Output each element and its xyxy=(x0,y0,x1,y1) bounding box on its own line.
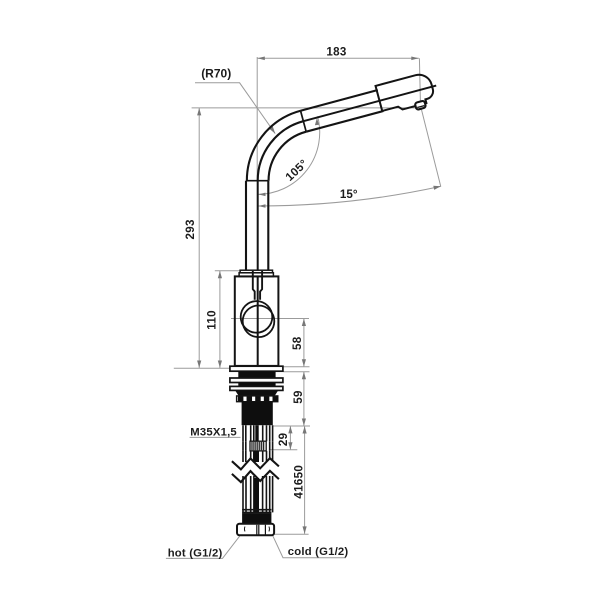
svg-text:110: 110 xyxy=(206,310,219,330)
svg-text:hot (G1/2): hot (G1/2) xyxy=(168,547,223,559)
svg-text:58: 58 xyxy=(291,336,304,350)
svg-text:41650: 41650 xyxy=(292,465,305,499)
svg-text:M35X1,5: M35X1,5 xyxy=(190,427,237,439)
svg-text:(R70): (R70) xyxy=(201,67,231,81)
svg-text:183: 183 xyxy=(326,45,346,58)
svg-text:29: 29 xyxy=(277,432,290,446)
svg-text:15°: 15° xyxy=(340,188,358,201)
svg-text:cold (G1/2): cold (G1/2) xyxy=(288,546,349,558)
svg-text:293: 293 xyxy=(184,219,197,239)
svg-text:59: 59 xyxy=(292,390,305,404)
